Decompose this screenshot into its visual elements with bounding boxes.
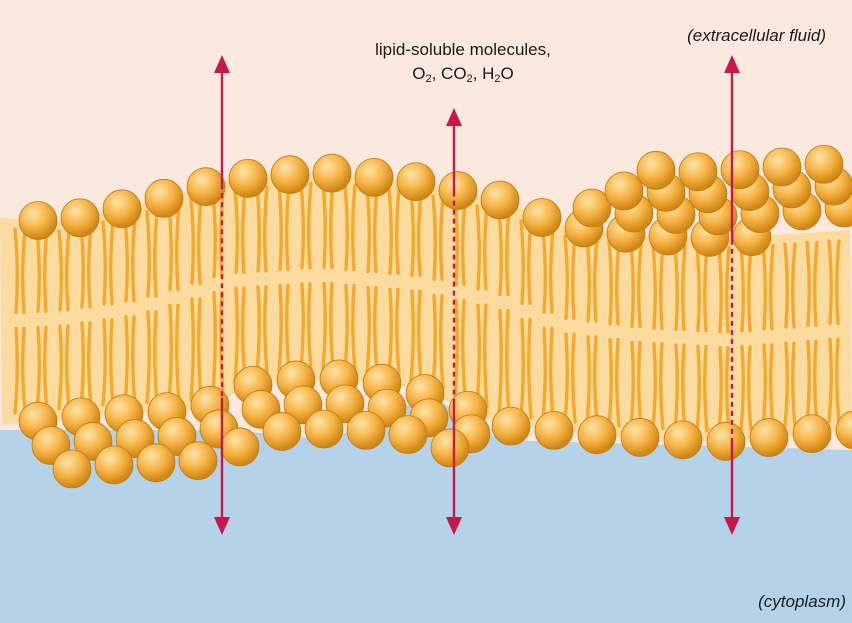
inner-head-back (305, 410, 343, 448)
inner-head (707, 422, 745, 460)
outer-head (397, 163, 435, 201)
inner-head-back (431, 429, 469, 467)
outer-head-back (763, 148, 801, 186)
inner-head (492, 407, 530, 445)
inner-head (750, 419, 788, 457)
inner-head (664, 421, 702, 459)
outer-head-back (605, 172, 643, 210)
inner-head-back (347, 411, 385, 449)
outer-head-back (637, 151, 675, 189)
outer-head-back (679, 153, 717, 191)
outer-head-back (805, 145, 843, 183)
outer-head (103, 190, 141, 228)
inner-head-back (179, 442, 217, 480)
inner-head (621, 418, 659, 456)
inner-head (793, 415, 831, 453)
formula-0: O2, (412, 64, 441, 83)
outer-head (61, 199, 99, 237)
outer-head (523, 199, 561, 237)
outer-head-back (721, 151, 759, 189)
outer-head (187, 168, 225, 206)
inner-head-back (95, 446, 133, 484)
outer-head (229, 159, 267, 197)
inner-head-back (221, 428, 259, 466)
inner-head (535, 411, 573, 449)
inner-head-back (389, 416, 427, 454)
inner-head-back (53, 450, 91, 488)
outer-head (481, 181, 519, 219)
outer-head (313, 154, 351, 192)
inner-head-back (137, 444, 175, 482)
extracellular-label: (extracellular fluid) (687, 26, 826, 46)
outer-head (19, 202, 57, 240)
outer-head (355, 158, 393, 196)
inner-head (578, 416, 616, 454)
formula-1: CO2, (441, 64, 482, 83)
outer-head (271, 156, 309, 194)
outer-head (145, 179, 183, 217)
molecule-label: lipid-soluble molecules, O2, CO2, H2O (338, 38, 588, 91)
cytoplasm-label: (cytoplasm) (758, 592, 846, 612)
formula-2: H2O (482, 64, 514, 83)
molecule-label-line1: lipid-soluble molecules, (338, 38, 588, 62)
outer-head (439, 172, 477, 210)
molecule-formulas: O2, CO2, H2O (338, 62, 588, 91)
inner-head-back (263, 412, 301, 450)
